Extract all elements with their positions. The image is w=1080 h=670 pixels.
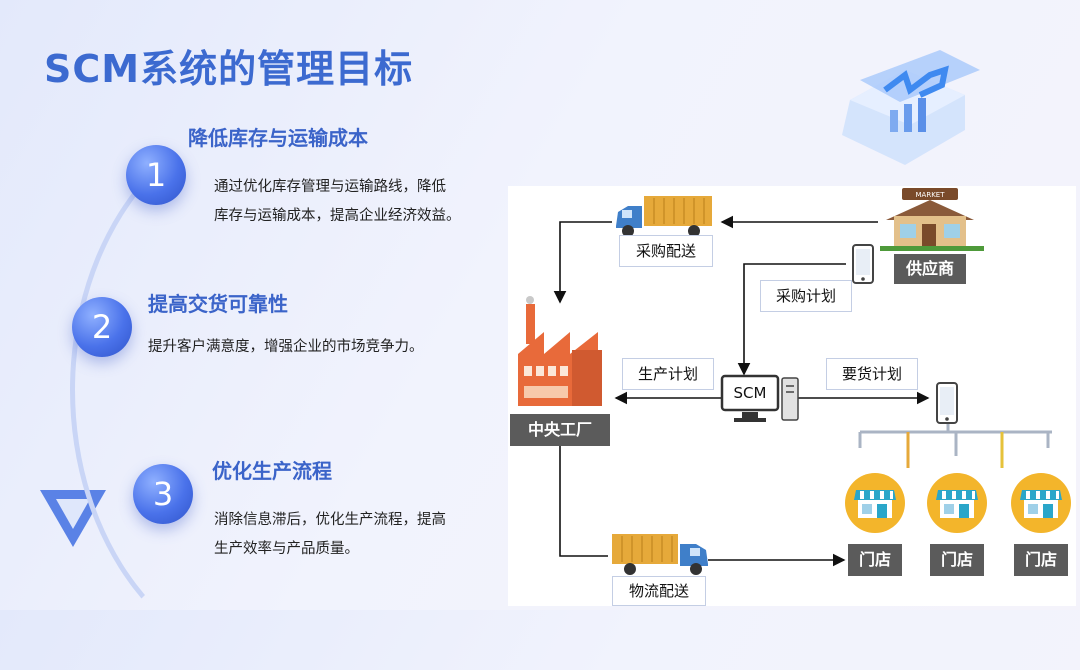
goal-title: 降低库存与运输成本 — [188, 126, 368, 150]
store-label: 门店 — [930, 544, 984, 576]
store-label: 门店 — [848, 544, 902, 576]
slide-title: SCM系统的管理目标 — [44, 47, 414, 91]
goal-description: 消除信息滞后，优化生产流程，提高生产效率与产品质量。 — [214, 512, 446, 557]
flow-arrows — [553, 215, 1052, 567]
svg-text:MARKET: MARKET — [916, 191, 946, 199]
goal-title: 提高交货可靠性 — [148, 292, 288, 316]
timeline-arc — [70, 110, 500, 670]
truck-icon — [612, 534, 708, 575]
demand-plan-label: 要货计划 — [826, 358, 918, 390]
scm-flow-diagram: 采购配送 MARKET 供应商 采购计划 中央工厂 SCM 生产计划 — [508, 186, 1076, 606]
purchase-delivery-label: 采购配送 — [619, 235, 713, 267]
production-plan-label: 生产计划 — [622, 358, 714, 390]
truck-icon — [616, 196, 712, 237]
central-factory-label: 中央工厂 — [510, 414, 610, 446]
store-label: 门店 — [1014, 544, 1068, 576]
goal-description: 通过优化库存管理与运输路线，降低库存与运输成本，提高企业经济效益。 — [214, 179, 461, 224]
store-icon — [1011, 473, 1071, 533]
phone-icon — [852, 244, 874, 284]
purchase-plan-label: 采购计划 — [760, 280, 852, 312]
phone-icon — [936, 382, 958, 424]
goal-number-circle: 1 — [126, 145, 186, 205]
logistics-delivery-label: 物流配送 — [612, 576, 706, 606]
store-icon — [845, 473, 905, 533]
goal-number-circle: 2 — [72, 297, 132, 357]
scm-label: SCM — [733, 384, 767, 402]
goal-description: 提升客户满意度，增强企业的市场竞争力。 — [148, 339, 424, 355]
arrow-cube-decoration — [842, 50, 980, 165]
computer-icon — [720, 374, 799, 422]
market-icon: MARKET — [880, 188, 984, 251]
supplier-label: 供应商 — [894, 254, 966, 284]
goal-number-circle: 3 — [133, 464, 193, 524]
goal-title: 优化生产流程 — [212, 459, 332, 483]
factory-icon — [518, 296, 602, 406]
store-icon — [927, 473, 987, 533]
